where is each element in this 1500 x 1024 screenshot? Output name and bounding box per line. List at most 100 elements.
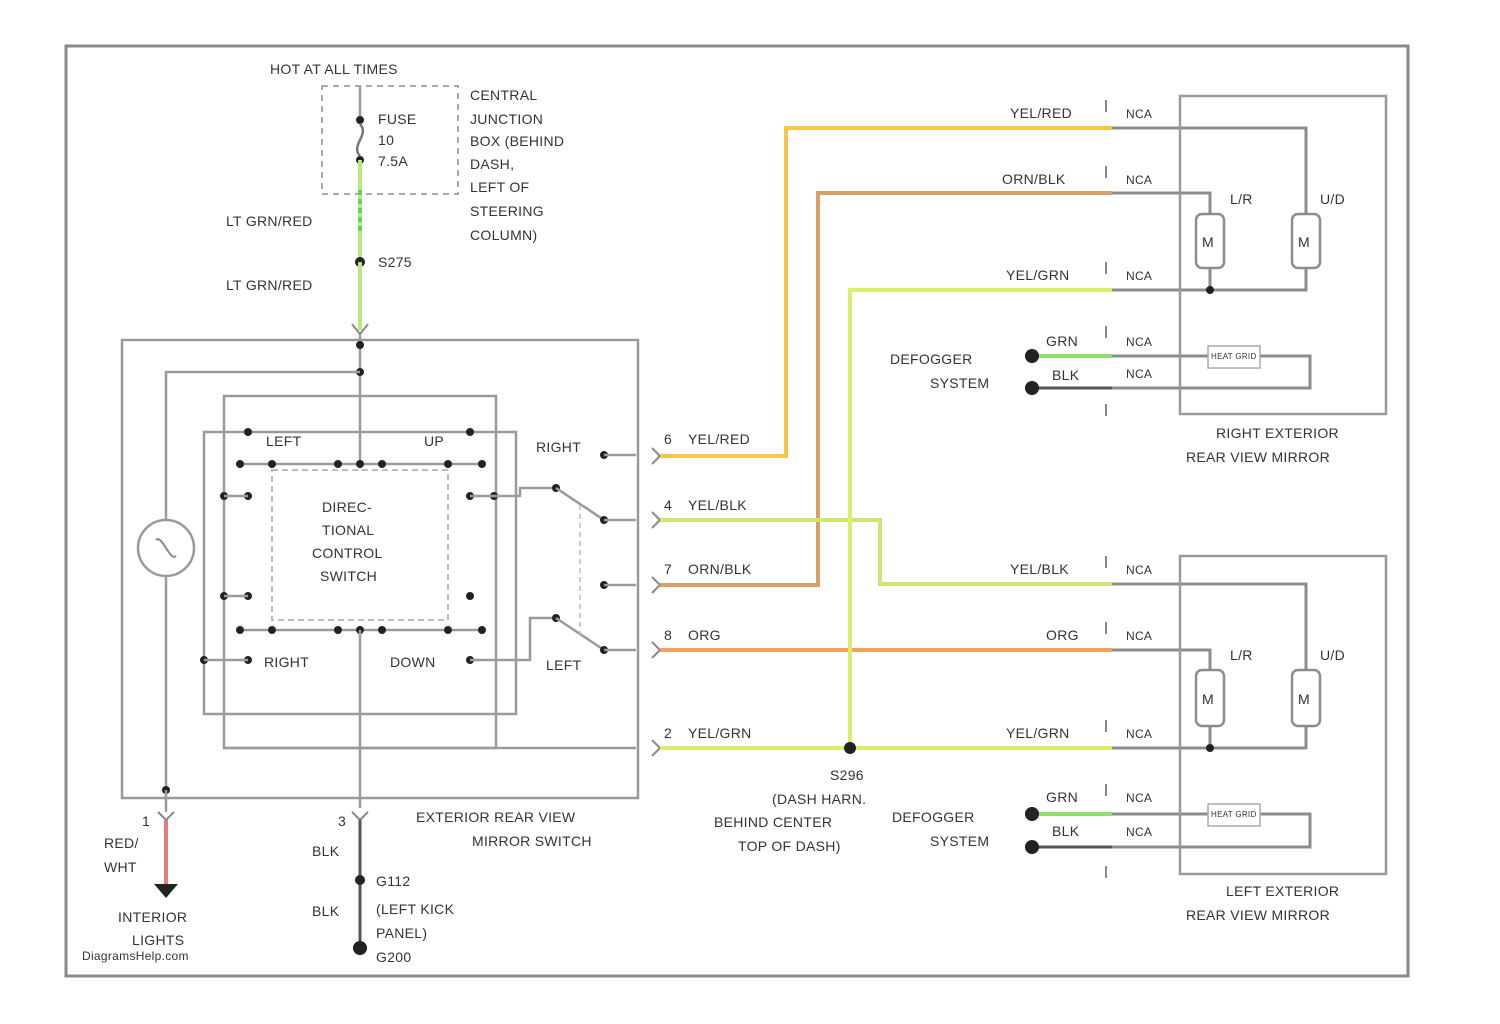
svg-text:BEHIND CENTER: BEHIND CENTER <box>714 814 832 830</box>
svg-text:M: M <box>1202 691 1214 707</box>
ground-location-label: (LEFT KICK PANEL) <box>376 901 455 941</box>
svg-text:DASH,: DASH, <box>470 156 514 172</box>
left-ud-label: U/D <box>1320 647 1345 663</box>
svg-text:JUNCTION: JUNCTION <box>470 111 543 127</box>
cjb-label: CENTRAL JUNCTION BOX (BEHIND DASH, LEFT … <box>470 87 564 243</box>
svg-text:CONTROL: CONTROL <box>312 545 383 561</box>
right-lr-label: L/R <box>1230 191 1253 207</box>
pin-num: 2 <box>664 725 672 741</box>
selector-left-label: LEFT <box>546 657 582 673</box>
svg-text:DEFOGGER: DEFOGGER <box>892 809 975 825</box>
svg-text:SWITCH: SWITCH <box>320 568 377 584</box>
svg-text:DEFOGGER: DEFOGGER <box>890 351 973 367</box>
pin-num: 7 <box>664 561 672 577</box>
fuse-symbol <box>357 124 363 156</box>
svg-text:LEFT OF: LEFT OF <box>470 179 529 195</box>
svg-text:BOX (BEHIND: BOX (BEHIND <box>470 133 564 149</box>
left-heat-grid-label: HEAT GRID <box>1211 810 1257 819</box>
left-ud-motor-icon: M <box>1292 670 1320 726</box>
svg-text:PANEL): PANEL) <box>376 925 427 941</box>
svg-text:NCA: NCA <box>1126 825 1152 839</box>
power-title: HOT AT ALL TIMES <box>270 61 398 77</box>
right-defogger-label: DEFOGGER SYSTEM <box>890 351 989 391</box>
switch-right-label: RIGHT <box>264 654 309 670</box>
svg-text:BLK: BLK <box>1052 367 1080 383</box>
pin-wire: YEL/GRN <box>688 725 752 741</box>
svg-text:LEFT EXTERIOR: LEFT EXTERIOR <box>1226 883 1339 899</box>
directional-control-label: DIREC- TIONAL CONTROL SWITCH <box>312 499 383 584</box>
svg-text:TOP OF DASH): TOP OF DASH) <box>738 838 841 854</box>
svg-text:NCA: NCA <box>1126 367 1152 381</box>
left-defogger-label: DEFOGGER SYSTEM <box>892 809 989 849</box>
svg-text:EXTERIOR REAR VIEW: EXTERIOR REAR VIEW <box>416 809 576 825</box>
ground-splice-label: G112 <box>376 873 410 889</box>
pin-wire: ORN/BLK <box>688 561 752 577</box>
svg-text:M: M <box>1298 234 1310 250</box>
svg-text:SYSTEM: SYSTEM <box>930 375 989 391</box>
selector-right-label: RIGHT <box>536 439 581 455</box>
illumination-pin: 1 <box>142 813 150 829</box>
right-mirror-wire-labels: YEL/RED ORN/BLK YEL/GRN GRN BLK <box>1002 105 1080 383</box>
illumination-wire-label: RED/ WHT <box>104 835 139 875</box>
svg-text:DIREC-: DIREC- <box>322 499 372 515</box>
svg-text:RED/: RED/ <box>104 835 139 851</box>
svg-text:REAR VIEW MIRROR: REAR VIEW MIRROR <box>1186 907 1330 923</box>
switch-up-label: UP <box>424 433 444 449</box>
svg-text:NCA: NCA <box>1126 791 1152 805</box>
svg-text:MIRROR SWITCH: MIRROR SWITCH <box>472 833 592 849</box>
svg-text:(DASH HARN.: (DASH HARN. <box>772 791 866 807</box>
right-mirror-name: RIGHT EXTERIOR REAR VIEW MIRROR <box>1186 425 1339 465</box>
svg-text:TIONAL: TIONAL <box>322 522 374 538</box>
svg-text:GRN: GRN <box>1046 789 1078 805</box>
fuse-number: 10 <box>378 132 394 148</box>
right-nca-labels: NCA NCA NCA NCA NCA <box>1126 107 1152 381</box>
pin-wire: YEL/BLK <box>688 497 747 513</box>
svg-text:GRN: GRN <box>1046 333 1078 349</box>
left-lr-motor-icon: M <box>1196 670 1224 726</box>
svg-text:NCA: NCA <box>1126 727 1152 741</box>
pin-wire: YEL/RED <box>688 431 750 447</box>
svg-text:(LEFT KICK: (LEFT KICK <box>376 901 455 917</box>
svg-text:NCA: NCA <box>1126 107 1152 121</box>
mirror-switch-title: EXTERIOR REAR VIEW MIRROR SWITCH <box>416 809 592 849</box>
watermark: DiagramsHelp.com <box>82 949 189 963</box>
svg-text:NCA: NCA <box>1126 629 1152 643</box>
pin-num: 4 <box>664 497 672 513</box>
svg-text:BLK: BLK <box>1052 823 1080 839</box>
splice-s296-label: S296 (DASH HARN. BEHIND CENTER TOP OF DA… <box>714 767 866 854</box>
svg-text:RIGHT EXTERIOR: RIGHT EXTERIOR <box>1216 425 1339 441</box>
svg-text:YEL/GRN: YEL/GRN <box>1006 725 1070 741</box>
interior-lights-arrow-icon <box>154 884 178 898</box>
svg-text:S296: S296 <box>830 767 864 783</box>
svg-text:LIGHTS: LIGHTS <box>132 932 184 948</box>
left-mirror-wire-labels: YEL/BLK ORG YEL/GRN GRN BLK <box>1006 561 1080 839</box>
right-ud-label: U/D <box>1320 191 1345 207</box>
svg-text:YEL/GRN: YEL/GRN <box>1006 267 1070 283</box>
ground-wire-label-a: BLK <box>312 843 340 859</box>
left-lr-label: L/R <box>1230 647 1253 663</box>
interior-lights-label: INTERIOR LIGHTS <box>118 909 187 948</box>
svg-text:NCA: NCA <box>1126 563 1152 577</box>
svg-text:CENTRAL: CENTRAL <box>470 87 537 103</box>
svg-text:YEL/RED: YEL/RED <box>1010 105 1072 121</box>
svg-text:COLUMN): COLUMN) <box>470 227 537 243</box>
fuse-rating: 7.5A <box>378 153 408 169</box>
splice-s296 <box>844 742 856 754</box>
svg-text:WHT: WHT <box>104 859 137 875</box>
right-heat-grid-label: HEAT GRID <box>1211 352 1257 361</box>
svg-text:INTERIOR: INTERIOR <box>118 909 187 925</box>
pin-num: 6 <box>664 431 672 447</box>
splice-g112 <box>355 875 365 885</box>
power-wire-label-a: LT GRN/RED <box>226 213 313 229</box>
svg-text:STEERING: STEERING <box>470 203 544 219</box>
switch-down-label: DOWN <box>390 654 436 670</box>
right-lr-motor-icon: M <box>1196 214 1224 268</box>
ground-g200-icon <box>353 941 367 955</box>
svg-text:ORG: ORG <box>1046 627 1079 643</box>
left-mirror-name: LEFT EXTERIOR REAR VIEW MIRROR <box>1186 883 1339 923</box>
svg-text:NCA: NCA <box>1126 269 1152 283</box>
switch-left-label: LEFT <box>266 433 302 449</box>
svg-text:M: M <box>1298 691 1310 707</box>
svg-text:NCA: NCA <box>1126 335 1152 349</box>
